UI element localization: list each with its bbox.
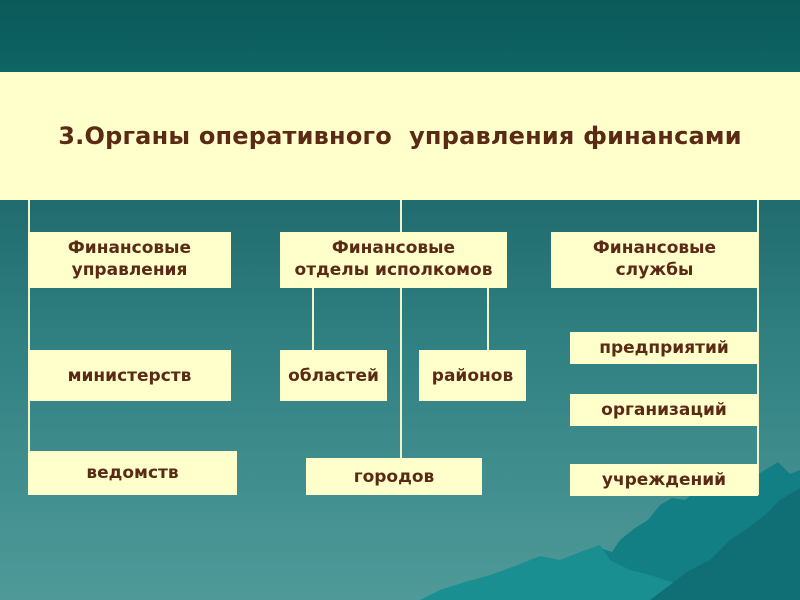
- enterprises-label: предприятий: [599, 338, 729, 358]
- finance-services-label: Финансовые службы: [592, 238, 717, 280]
- finance-offices-label: Финансовые отделы исполкомов: [294, 238, 493, 280]
- organizations-label: организаций: [601, 400, 727, 420]
- finance-services-box: Финансовые службы: [551, 232, 758, 288]
- cities-box: городов: [306, 458, 482, 495]
- finance-offices-box: Финансовые отделы исполкомов: [280, 232, 507, 288]
- connector-left-vertical: [28, 200, 30, 495]
- cities-label: городов: [353, 466, 435, 487]
- title-band: 3.Органы оперативного управления финанса…: [0, 72, 800, 200]
- organizations-box: организаций: [570, 394, 758, 426]
- connector-rayonov: [487, 287, 489, 350]
- agencies-box: ведомств: [28, 451, 237, 495]
- finance-departments-box: Финансовые управления: [28, 232, 231, 288]
- connector-oblastey: [312, 287, 314, 350]
- header-band: [0, 0, 800, 72]
- enterprises-box: предприятий: [570, 332, 758, 364]
- agencies-label: ведомств: [86, 463, 179, 483]
- finance-departments-label: Финансовые управления: [67, 238, 192, 280]
- institutions-box: учреждений: [570, 464, 758, 496]
- regions-box: областей: [280, 350, 387, 401]
- ministries-label: министерств: [67, 365, 192, 386]
- connector-center-vertical: [400, 200, 402, 458]
- districts-box: районов: [419, 350, 526, 401]
- regions-label: областей: [288, 365, 379, 386]
- connector-right-vertical: [757, 200, 759, 495]
- ministries-box: министерств: [28, 350, 231, 401]
- districts-label: районов: [431, 365, 514, 386]
- institutions-label: учреждений: [601, 470, 727, 490]
- slide-title: 3.Органы оперативного управления финанса…: [58, 122, 742, 150]
